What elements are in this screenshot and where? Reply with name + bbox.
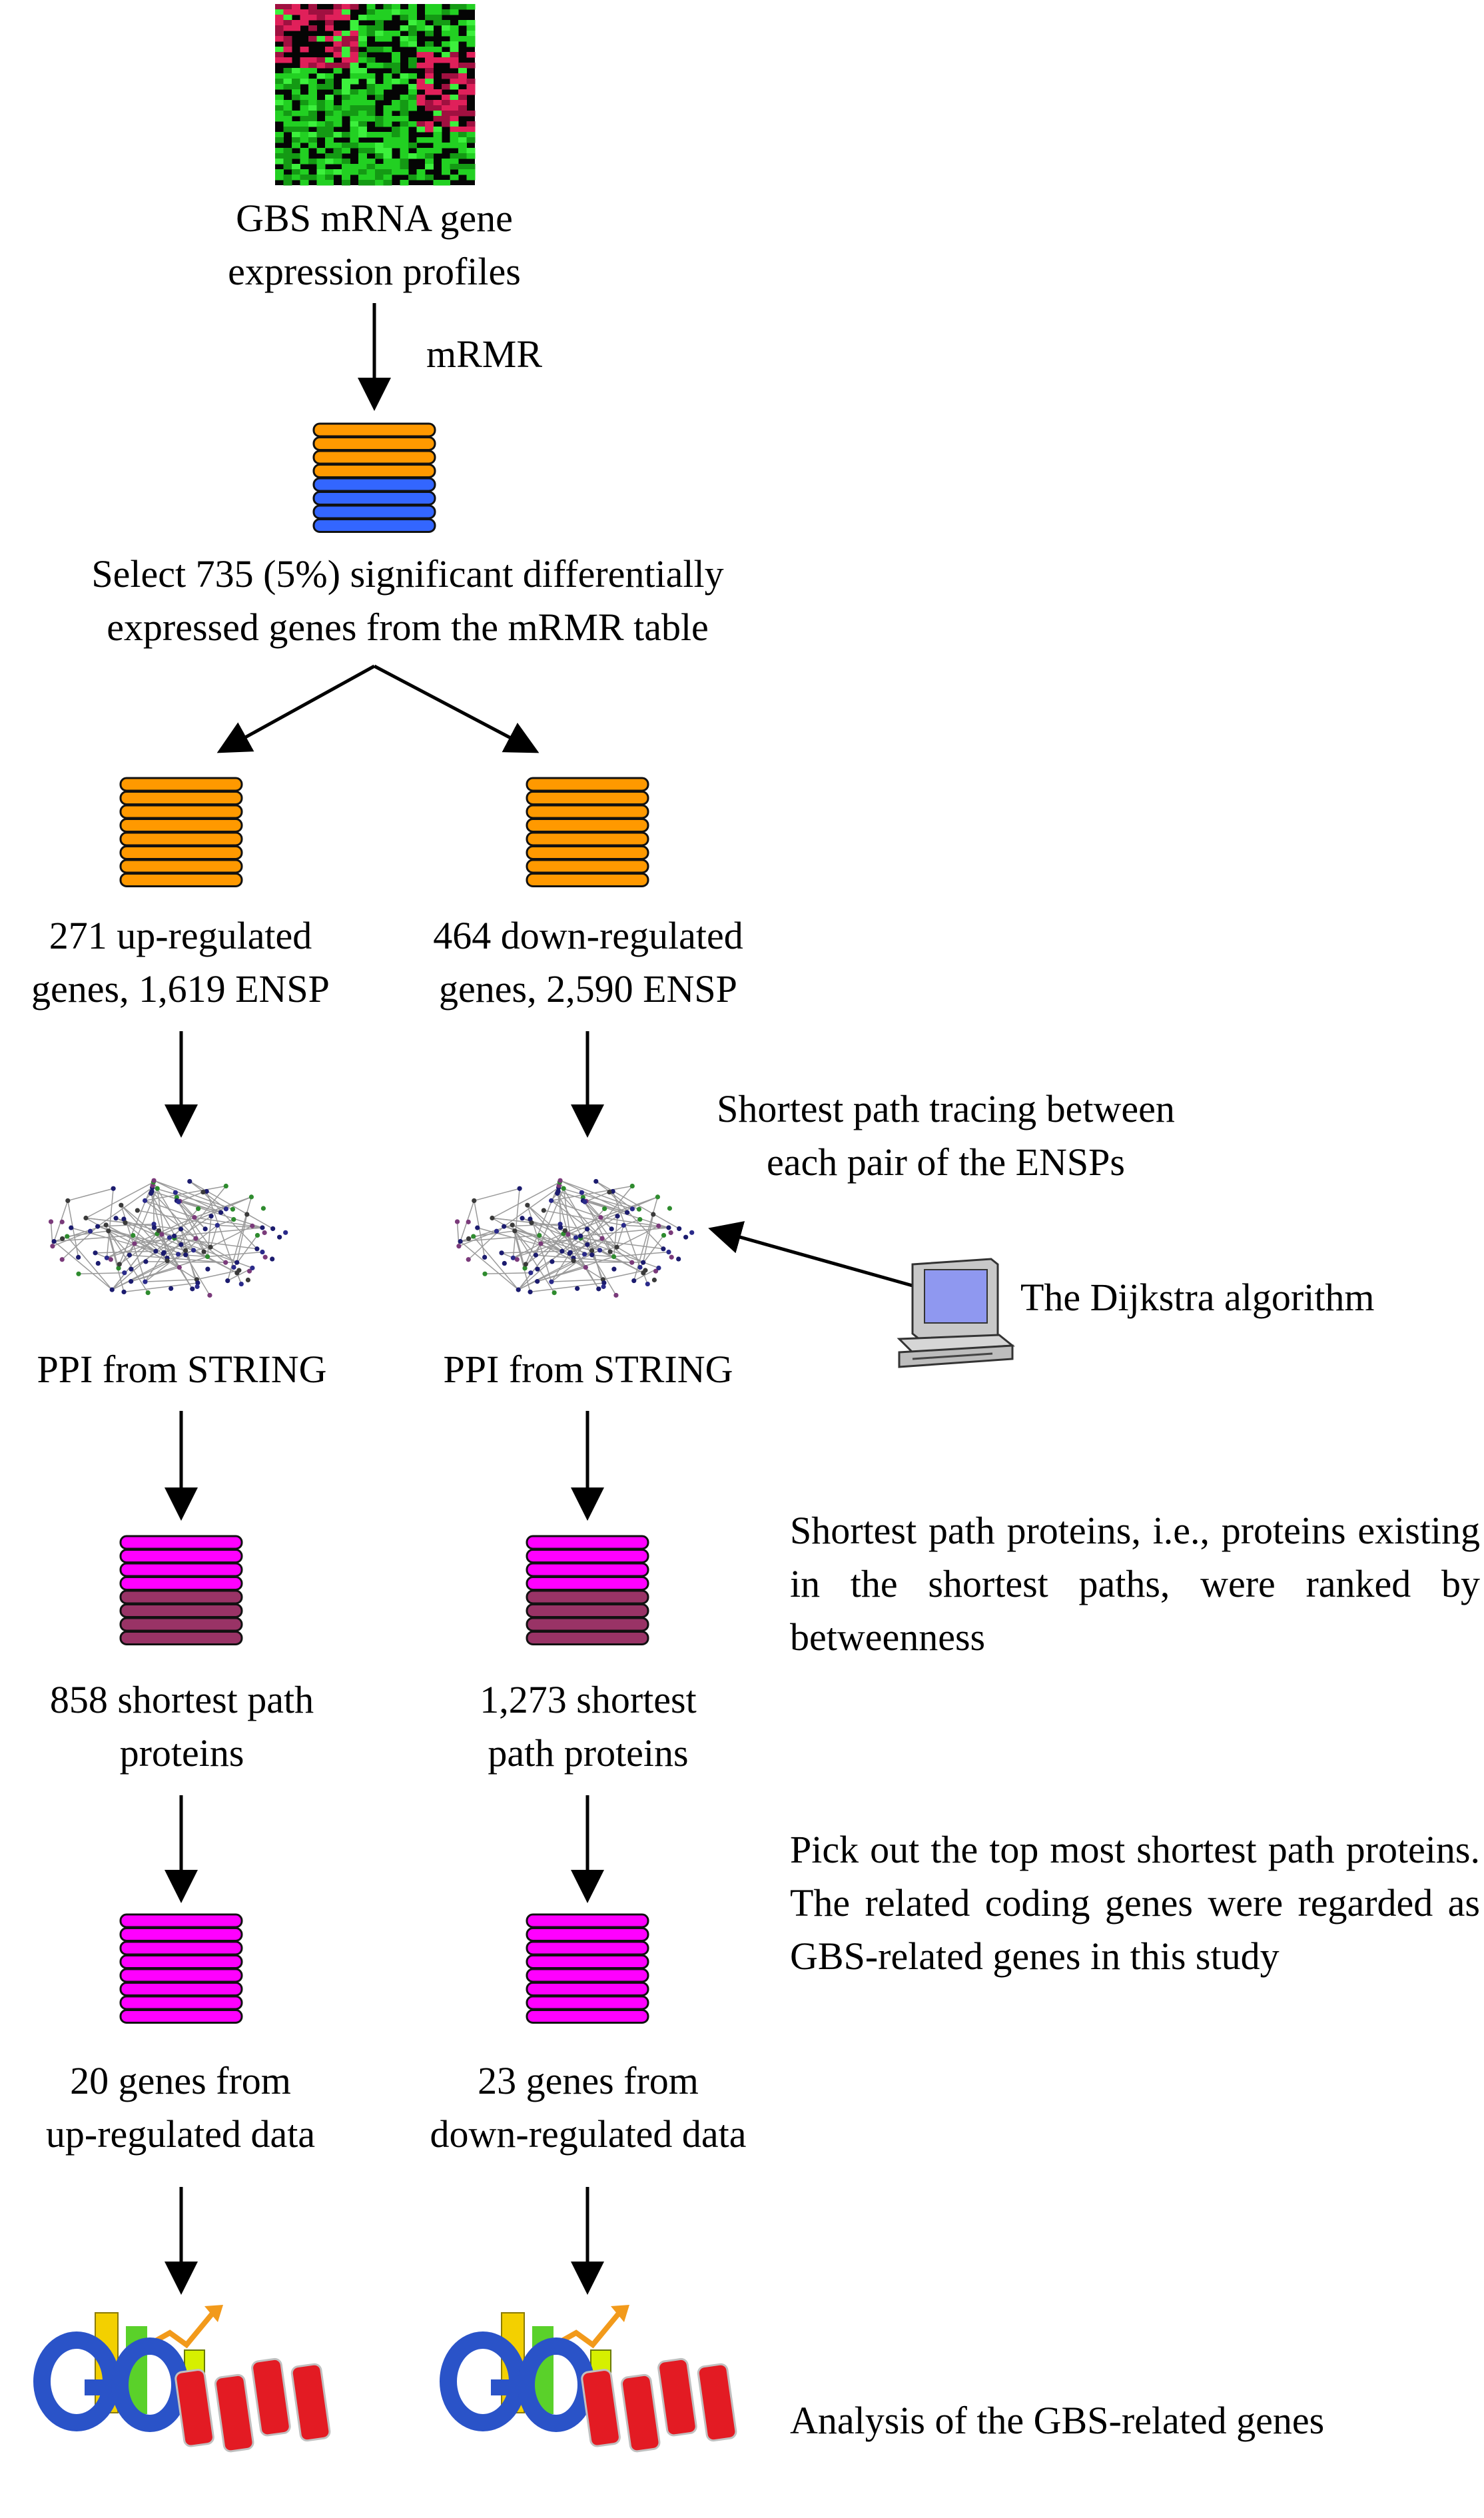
shortest-path-line-1: Shortest path tracing between: [717, 1087, 1175, 1130]
ppi-right-label: PPI from STRING: [443, 1348, 733, 1391]
left-top-gene-stack: [119, 1913, 243, 2024]
ppi-network-icon-right: [454, 1178, 695, 1298]
left-top-genes-line-2: up-regulated data: [45, 2112, 316, 2156]
ppi-network-icon-left: [48, 1178, 288, 1298]
expression-profile-line-1: GBS mRNA gene: [236, 197, 513, 240]
right-proteins-line-2: path proteins: [488, 1731, 689, 1775]
ppi-left-label: PPI from STRING: [37, 1348, 327, 1391]
shortest-path-line-2: each pair of the ENSPs: [767, 1140, 1125, 1184]
analysis-note: Analysis of the GBS-related genes: [790, 2399, 1325, 2442]
go-kegg-logo-icon-right: [440, 2305, 737, 2453]
right-top-gene-stack: [526, 1913, 649, 2024]
up-regulated-genes-line-1: 271 up-regulated: [49, 914, 312, 957]
mrmr-method-label: mRMR: [426, 332, 543, 376]
right-top-genes-line-1: 23 genes from: [478, 2059, 699, 2102]
left-top-genes-label: 20 genes from up-regulated data: [0, 2054, 362, 2161]
expression-profile-line-2: expression profiles: [228, 250, 521, 293]
arrows: [165, 303, 913, 2295]
left-shortest-path-protein-stack: [119, 1535, 243, 1645]
gene-expression-heatmap-icon: [275, 4, 476, 186]
left-top-genes-line-1: 20 genes from: [70, 2059, 291, 2102]
arrow-split-right: [373, 664, 540, 753]
shortest-path-tracing-note: Shortest path tracing between each pair …: [659, 1082, 1232, 1189]
left-proteins-line-1: 858 shortest path: [49, 1678, 314, 1721]
right-top-genes-label: 23 genes from down-regulated data: [393, 2054, 783, 2161]
up-regulated-genes-line-2: genes, 1,619 ENSP: [31, 967, 330, 1011]
down-regulated-genes-label: 464 down-regulated genes, 2,590 ENSP: [393, 909, 783, 1016]
left-proteins-line-2: proteins: [119, 1731, 244, 1775]
arrow-computer-to-ppi: [708, 1221, 913, 1288]
dijkstra-algorithm-label: The Dijkstra algorithm: [1020, 1276, 1375, 1319]
pick-out-note: Pick out the top most shortest path prot…: [790, 1828, 1480, 1978]
right-shortest-path-protein-stack: [526, 1535, 649, 1645]
up-regulated-gene-stack: [119, 777, 243, 887]
right-proteins-label: 1,273 shortest path proteins: [393, 1673, 783, 1780]
betweenness-note: Shortest path proteins, i.e., proteins e…: [790, 1509, 1480, 1659]
mrmr-table-stack: [312, 422, 436, 533]
go-kegg-logo-icon-left: [33, 2305, 331, 2453]
computer-icon: [897, 1258, 1015, 1368]
select-genes-label: Select 735 (5%) significant differential…: [15, 548, 801, 654]
right-top-genes-line-2: down-regulated data: [430, 2112, 747, 2156]
down-regulated-genes-line-1: 464 down-regulated: [433, 914, 743, 957]
right-proteins-line-1: 1,273 shortest: [480, 1678, 697, 1721]
down-regulated-genes-line-2: genes, 2,590 ENSP: [439, 967, 737, 1011]
expression-profile-label: GBS mRNA gene expression profiles: [141, 192, 607, 298]
left-proteins-label: 858 shortest path proteins: [0, 1673, 364, 1780]
up-regulated-genes-label: 271 up-regulated genes, 1,619 ENSP: [0, 909, 362, 1016]
select-genes-line-1: Select 735 (5%) significant differential…: [91, 552, 724, 596]
down-regulated-gene-stack: [526, 777, 649, 887]
select-genes-line-2: expressed genes from the mRMR table: [107, 606, 709, 649]
arrow-split-left: [216, 664, 376, 753]
